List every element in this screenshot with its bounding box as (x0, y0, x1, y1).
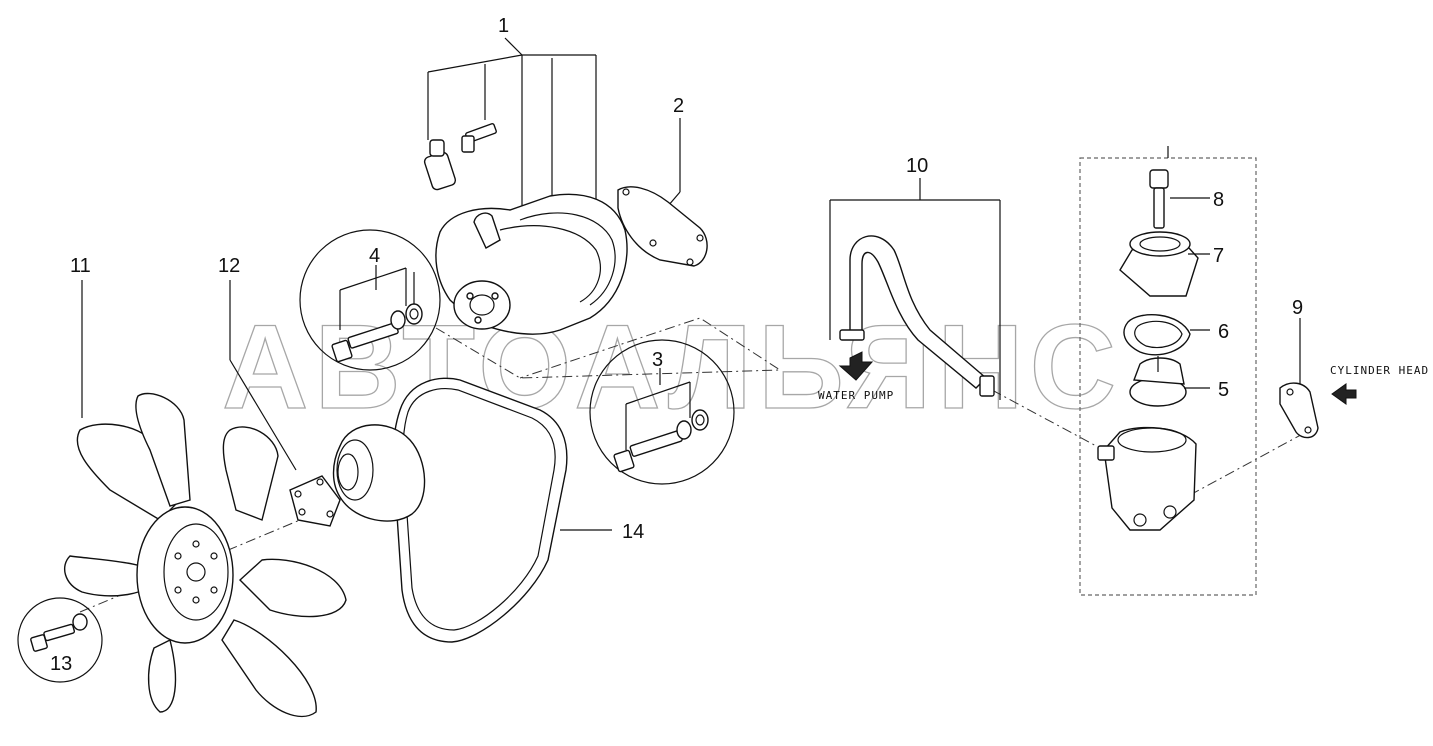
callout-4: 4 (369, 245, 380, 267)
callout-6: 6 (1218, 321, 1229, 343)
detail-circle-3 (589, 339, 735, 485)
callout-13: 13 (50, 653, 72, 675)
thermostat-housing (1097, 426, 1197, 531)
callout-5: 5 (1218, 379, 1229, 401)
housing-gasket (1279, 318, 1357, 439)
callout-9: 9 (1292, 297, 1303, 319)
thermostat (1129, 356, 1210, 407)
fan-pulley (289, 424, 426, 527)
callout-7: 7 (1213, 245, 1224, 267)
bypass-hose (829, 178, 1001, 400)
callout-11: 11 (70, 255, 91, 277)
water-pump-tag: WATER PUMP (818, 389, 894, 402)
thermostat-bolt (1149, 169, 1210, 229)
water-outlet (1119, 231, 1210, 297)
callout-1: 1 (498, 15, 509, 37)
callout-10: 10 (906, 155, 928, 177)
thermostat-gasket (1123, 314, 1210, 356)
leader-12b (229, 359, 297, 471)
callout-2: 2 (673, 95, 684, 117)
detail-circle-4 (299, 229, 441, 371)
detail-circle-13 (17, 597, 103, 683)
callout-12: 12 (218, 255, 240, 277)
watermark-text: АВТОАЛЬЯНС (222, 300, 1122, 434)
leader-1 (427, 37, 597, 218)
pump-gasket (617, 118, 708, 267)
callout-14: 14 (622, 521, 644, 543)
callout-8: 8 (1213, 189, 1224, 211)
water-pump (423, 123, 628, 335)
cylinder-head-tag: CYLINDER HEAD (1330, 364, 1429, 377)
callout-3: 3 (652, 349, 663, 371)
cooling-fan (63, 392, 347, 718)
